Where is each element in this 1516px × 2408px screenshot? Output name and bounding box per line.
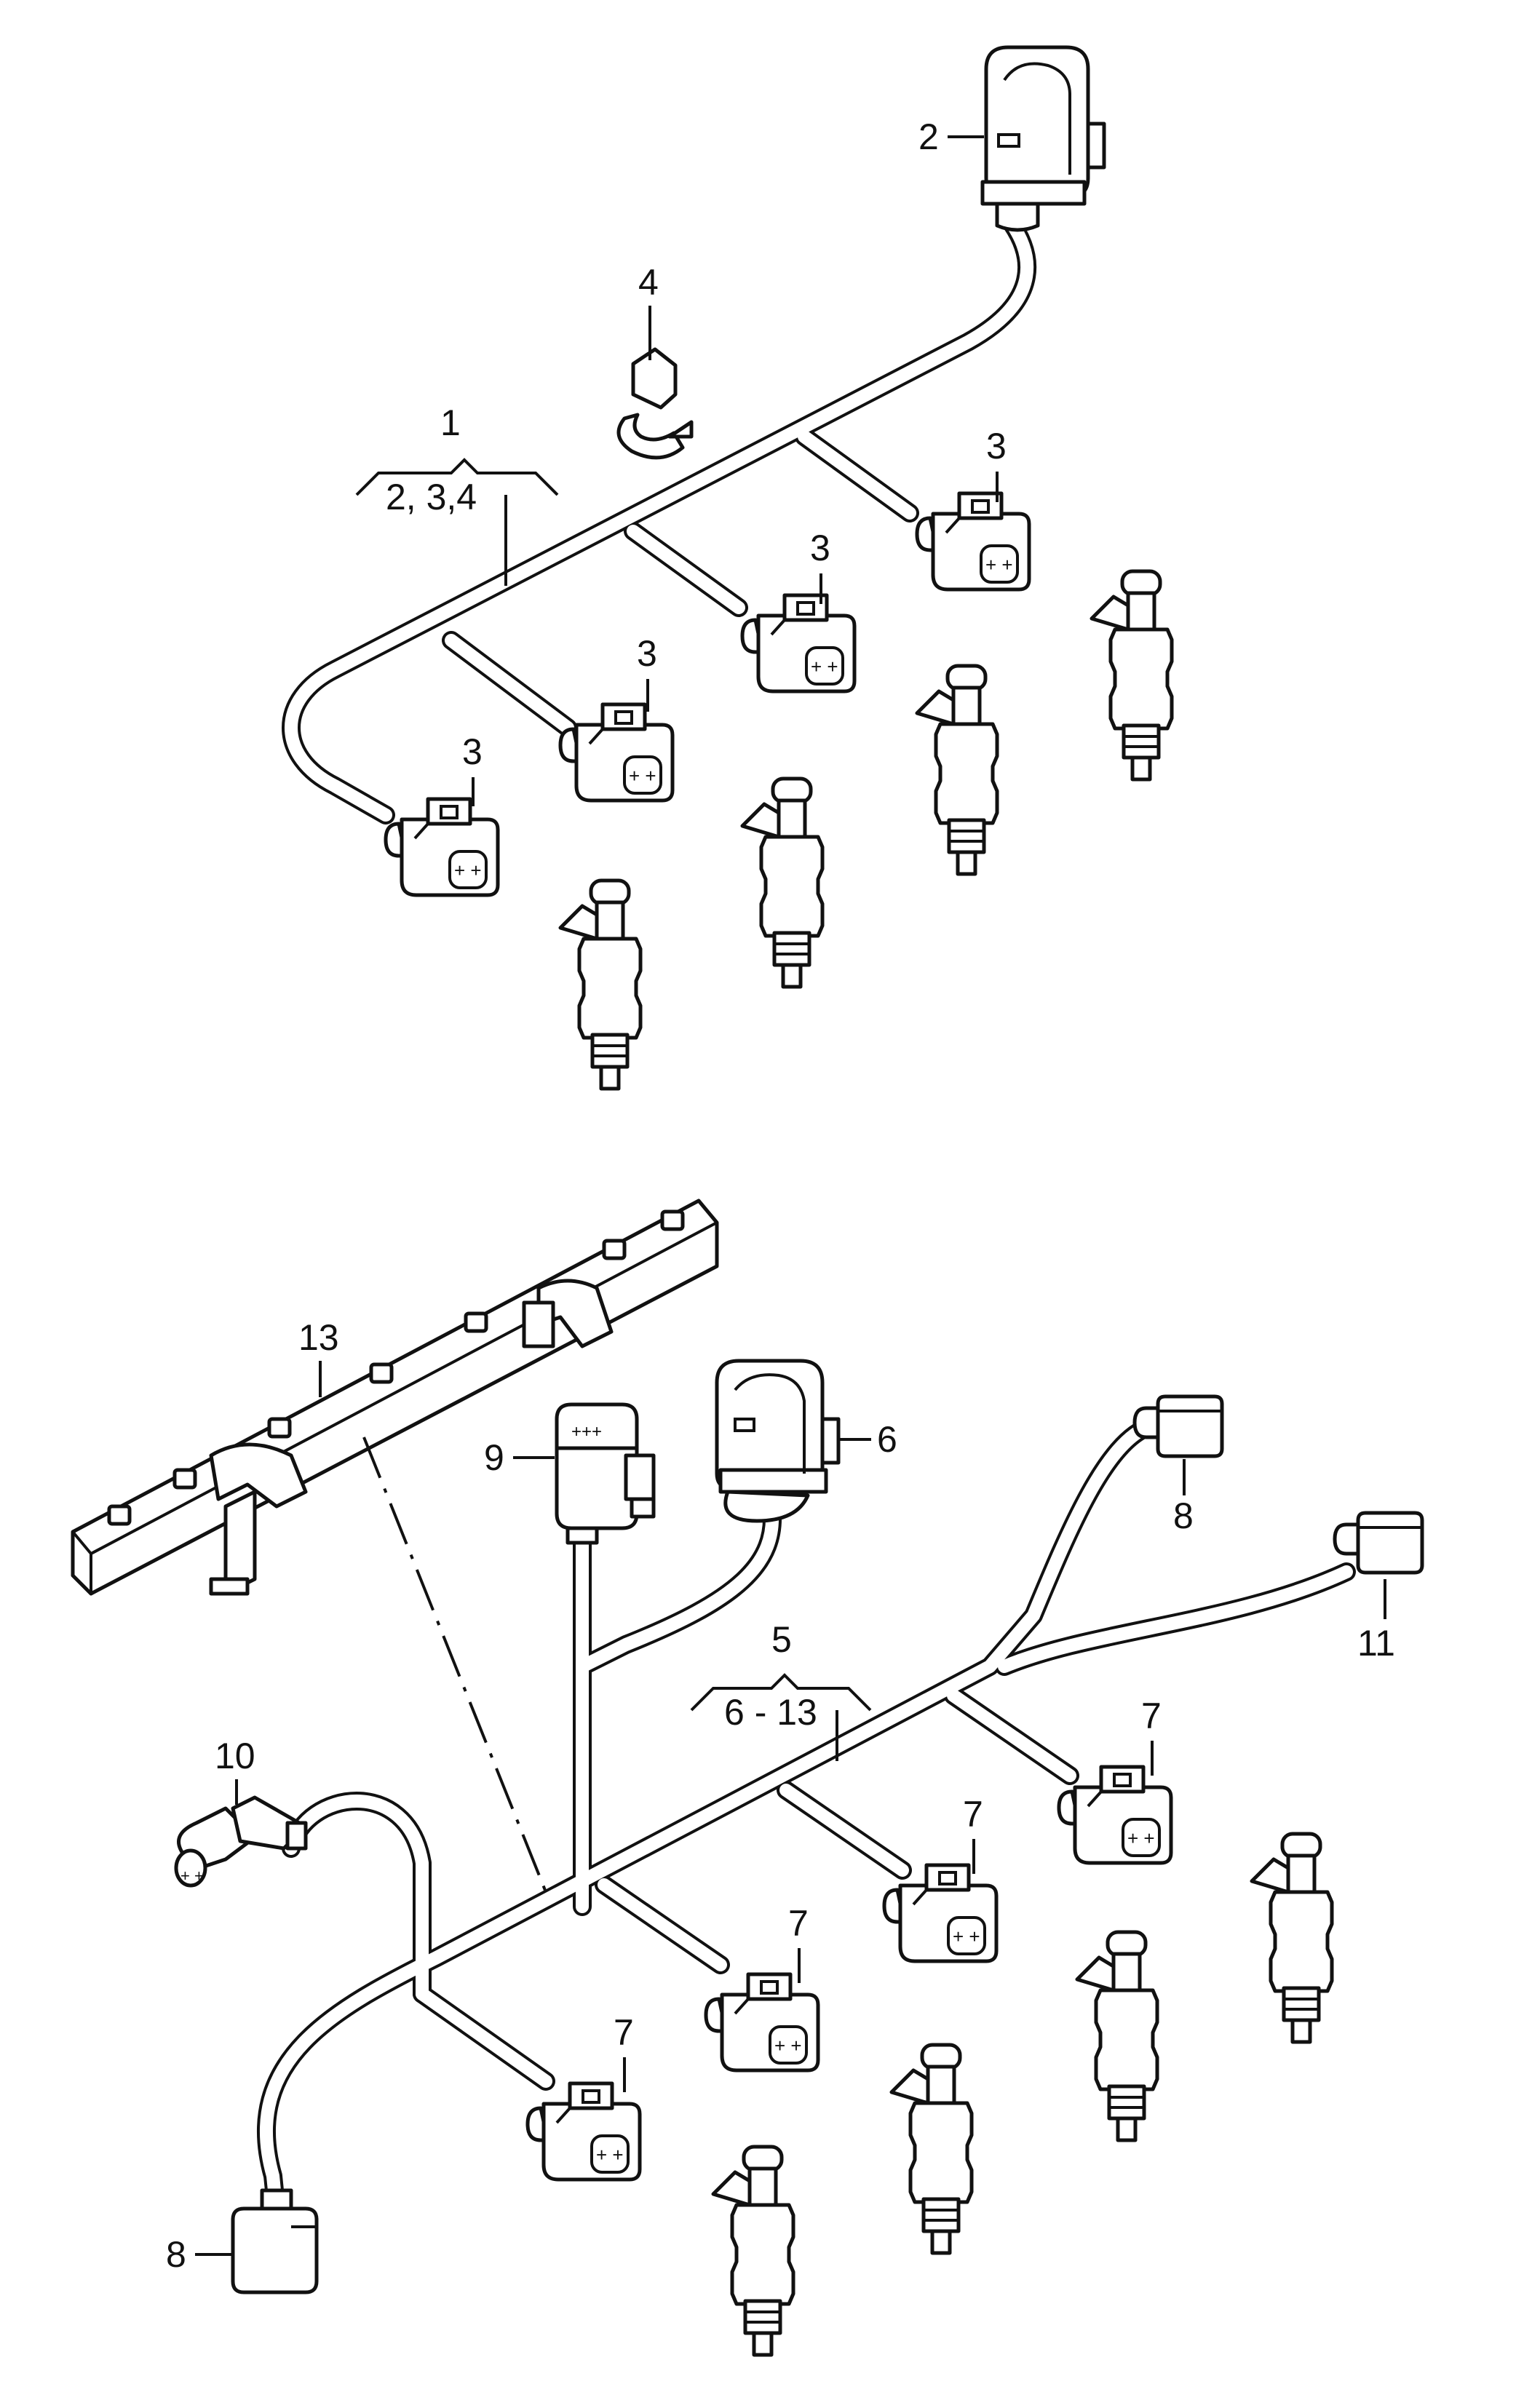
label-3-d: 3	[462, 731, 483, 772]
connector-2-large	[980, 45, 1106, 232]
label-6: 6	[877, 1419, 897, 1460]
label-1-contents: 2, 3,4	[386, 477, 477, 517]
label-7-c: 7	[788, 1903, 809, 1944]
top-labels: 2 4 1 2, 3,4 3 3 3 3	[355, 116, 1007, 806]
bottom-labels: 13 9 6 8 11 5 6 - 13 7 7 7 7 10 8	[166, 1317, 1395, 2275]
connector-3-b	[742, 595, 854, 691]
label-5: 5	[771, 1619, 792, 1660]
label-13: 13	[298, 1317, 339, 1358]
connector-6-large	[715, 1359, 841, 1523]
bottom-harness-wires	[256, 1417, 1356, 2222]
fuel-injector-top-3	[742, 779, 822, 987]
label-2: 2	[918, 116, 939, 157]
label-1: 1	[440, 402, 461, 443]
label-4: 4	[638, 262, 659, 303]
connector-7-c	[706, 1974, 818, 2070]
connector-3-c	[560, 704, 672, 800]
label-9: 9	[484, 1437, 504, 1478]
label-7-d: 7	[614, 2012, 634, 2053]
svg-text:+ +: + +	[180, 1867, 204, 1885]
cable-duct-13	[71, 1199, 719, 1596]
fuel-injector-bottom-3	[892, 2045, 972, 2253]
label-11: 11	[1357, 1623, 1395, 1664]
connector-8-upper	[1135, 1396, 1222, 1456]
label-3-a: 3	[986, 426, 1007, 466]
label-3-b: 3	[810, 528, 830, 568]
label-3-c: 3	[637, 633, 657, 674]
fuel-injector-top-4	[560, 881, 640, 1089]
fuel-injector-top-2	[917, 666, 997, 874]
plug-9: +++	[555, 1402, 656, 1545]
svg-text:+++: +++	[571, 1422, 602, 1442]
fuel-injector-bottom-1	[1252, 1834, 1332, 2042]
connector-3-d	[386, 799, 498, 895]
label-7-a: 7	[1141, 1696, 1162, 1736]
connector-3-a	[917, 493, 1029, 589]
label-7-b: 7	[963, 1794, 983, 1835]
clip-4	[616, 347, 694, 460]
fuel-injector-bottom-2	[1077, 1932, 1157, 2140]
connector-8-lower	[231, 2188, 319, 2294]
assembly-dash-line	[362, 1437, 547, 1893]
label-10: 10	[215, 1736, 255, 1776]
fuel-injector-bottom-4	[713, 2147, 793, 2355]
fuel-injector-top-1	[1092, 571, 1172, 779]
label-5-contents: 6 - 13	[724, 1692, 817, 1733]
top-harness-wires	[282, 209, 1037, 824]
label-8-lower: 8	[166, 2234, 186, 2275]
connector-7-d	[528, 2083, 640, 2179]
sensor-10: + +	[174, 1795, 308, 1888]
label-8-upper: 8	[1173, 1495, 1194, 1536]
